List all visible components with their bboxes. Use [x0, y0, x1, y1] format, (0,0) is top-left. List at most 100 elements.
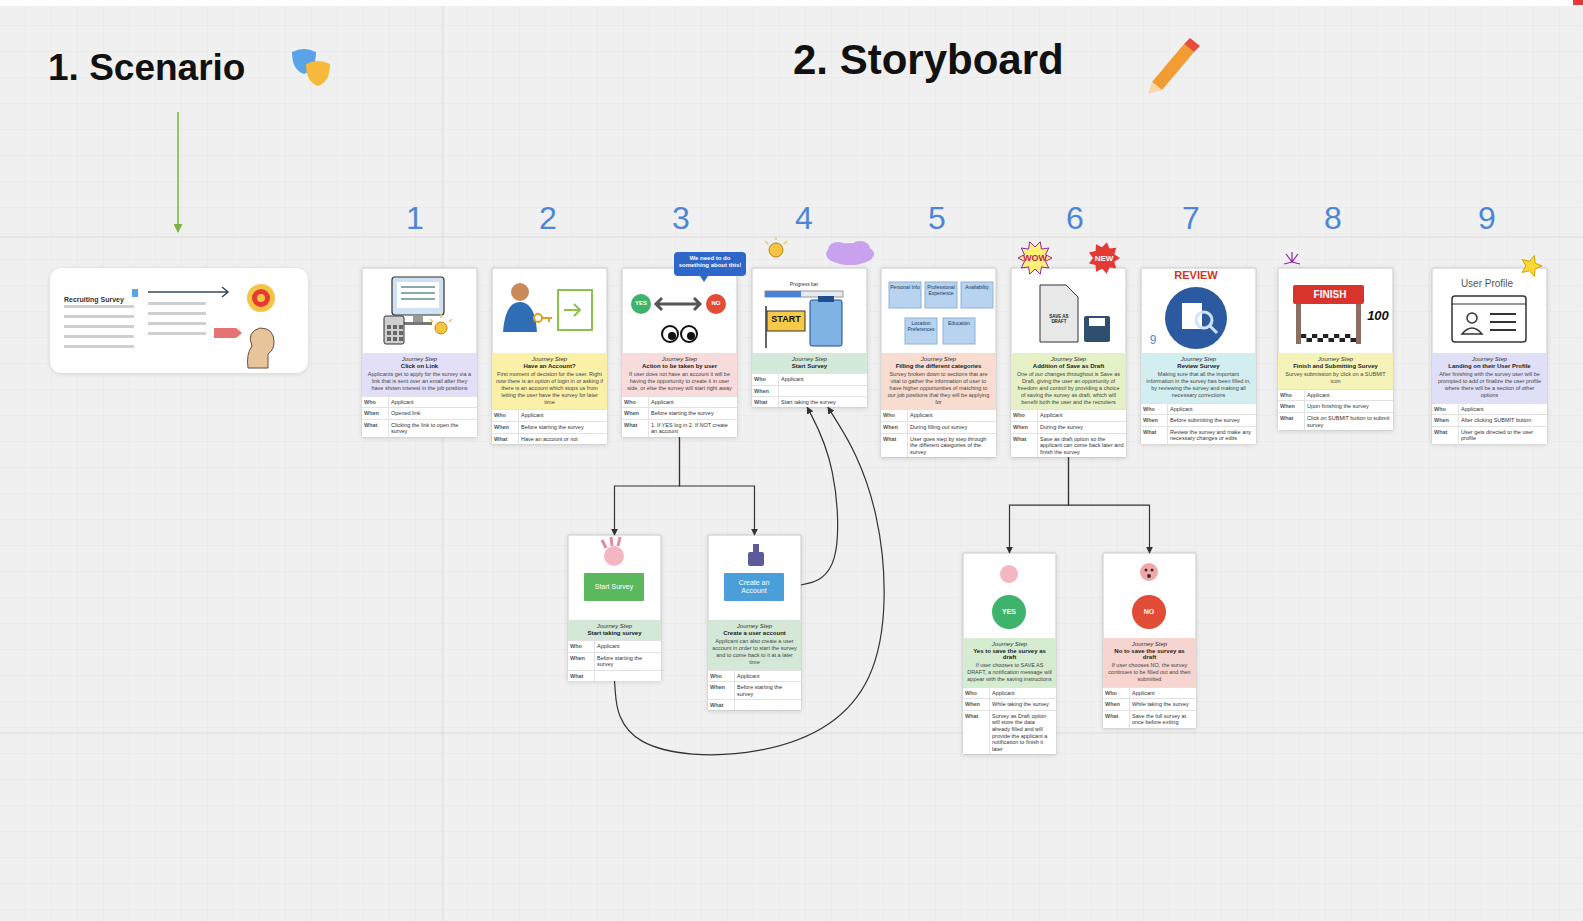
table-row: WhoApplicant — [1278, 389, 1393, 401]
table-row: WhatHave an account or not — [492, 433, 607, 445]
row-name: Who — [494, 412, 516, 418]
row-name: What — [1143, 429, 1165, 435]
image-area — [492, 268, 607, 353]
card-bg — [1278, 268, 1393, 430]
journey-card: Journey StepFilling the different catego… — [881, 268, 996, 457]
row-name-cell: Who — [1011, 410, 1037, 421]
table-row: WhoApplicant — [492, 409, 607, 421]
row-value: Have an account or not — [521, 436, 605, 443]
step-description: After finishing with the survey user wil… — [1436, 371, 1543, 399]
step-kicker: Journey Step — [756, 356, 863, 362]
step-description: If user chooses to SAVE AS DRAFT, a noti… — [967, 662, 1052, 683]
journey-card: Journey StepCreate a user accountApplica… — [708, 535, 801, 710]
row-name-cell: When — [1011, 422, 1037, 433]
row-name: What — [1280, 415, 1302, 421]
table-row: WhoApplicant — [1141, 403, 1256, 415]
illustration-text: Availability — [961, 285, 993, 291]
checker — [1329, 338, 1335, 342]
table-row: WhoApplicant — [752, 373, 867, 385]
row-value-cell: User goes step by step through the diffe… — [907, 434, 996, 458]
row-value-cell: Applicant — [989, 688, 1056, 699]
row-value: Applicant — [1132, 690, 1194, 697]
card-header: Journey StepHave an Account?First moment… — [492, 353, 607, 409]
row-value: 1. If YES log in 2. If NOT create an acc… — [651, 422, 735, 435]
row-name-cell: What — [752, 397, 778, 408]
eye — [662, 326, 678, 342]
row-value: During filling out survey — [910, 424, 994, 431]
bulb-rays — [430, 314, 452, 322]
row-value: Applicant — [910, 412, 994, 419]
illustration-text: We need to do something about this! — [676, 255, 744, 269]
step-kicker: Journey Step — [712, 623, 797, 629]
row-value-cell: Applicant — [648, 397, 737, 408]
step-kicker: Journey Step — [885, 356, 992, 362]
connector — [1069, 457, 1150, 553]
table-row: WhatSave the full survey at once before … — [1103, 710, 1196, 728]
monitor — [392, 277, 444, 315]
row-value: User gets directed to the user profile — [1461, 429, 1545, 442]
row-name-cell: Who — [568, 641, 594, 652]
step-title: Start taking survey — [572, 630, 657, 636]
row-name-cell: When — [622, 408, 648, 419]
row-value: Applicant — [1040, 412, 1124, 419]
table-row: What — [708, 699, 801, 710]
row-value-cell: Applicant — [1304, 390, 1393, 401]
door — [558, 290, 592, 330]
row-value: Clicking the link to open the survey — [391, 422, 475, 435]
sticky-note — [961, 282, 993, 308]
row-value: Start taking the survey — [781, 399, 865, 406]
connector — [801, 407, 838, 585]
illustration-text: SAVE AS DRAFT — [1042, 314, 1076, 324]
step-number: 8 — [1313, 200, 1353, 237]
step-table: WhoApplicantWhenBefore starting the surv… — [708, 670, 801, 711]
profile-line — [1490, 321, 1516, 323]
checker — [1307, 334, 1313, 338]
step-description: Survey broken down to sections that are … — [885, 371, 992, 405]
table-row: WhoApplicant — [881, 409, 996, 421]
key — [399, 337, 403, 341]
journey-card: Journey StepStart SurveyWhoApplicantWhen… — [752, 268, 867, 407]
row-value: Applicant — [1170, 406, 1254, 413]
illustration-text: 100 — [1364, 309, 1392, 324]
step-title: No to save the survey as draft — [1107, 648, 1192, 660]
row-value: Before submitting the survey — [1170, 417, 1254, 424]
step-table: WhoApplicantWhenBefore submitting the su… — [1141, 403, 1256, 444]
card-header: Journey StepAction to be taken by userIf… — [622, 353, 737, 396]
avatar-head — [1467, 313, 1477, 323]
table-row: WhoApplicant — [1103, 687, 1196, 699]
step-title: Start Survey — [756, 363, 863, 369]
table-row: WhenBefore submitting the survey — [1141, 414, 1256, 426]
row-name: When — [364, 410, 386, 416]
table-row: What — [568, 670, 661, 681]
table-row: WhenWhile taking the survey — [1103, 698, 1196, 710]
magnifier — [1196, 312, 1212, 328]
row-value-cell: Before submitting the survey — [1167, 415, 1256, 426]
step-title: Yes to save the survey as draft — [967, 648, 1052, 660]
row-value-cell: Applicant — [518, 410, 607, 421]
table-row: WhenBefore starting the survey — [708, 681, 801, 699]
row-name-cell: What — [1011, 434, 1037, 458]
illustration-text: NO — [706, 300, 726, 307]
key — [393, 325, 397, 329]
row-value: Applicant — [1307, 392, 1391, 399]
table-row: WhenAfter clicking SUBMIT button — [1432, 414, 1547, 426]
thought-cloud — [828, 242, 848, 258]
row-value-cell: 1. If YES log in 2. If NOT create an acc… — [648, 420, 737, 437]
card-bg — [1011, 268, 1126, 457]
row-value-cell: Opened link — [388, 408, 477, 419]
row-value: Click on SUBMIT button to submit survey — [1307, 415, 1391, 428]
row-value: Review the survey and make any necessary… — [1170, 429, 1254, 442]
illustration-text: 9 — [1147, 334, 1159, 348]
row-value: Applicant — [992, 690, 1054, 697]
screen — [397, 282, 439, 308]
button-text: Start Survey — [595, 583, 634, 591]
connector — [615, 407, 885, 755]
row-value-cell: Start taking the survey — [778, 397, 867, 408]
top-bar — [0, 0, 1583, 6]
review-circle — [1165, 287, 1227, 349]
row-name-cell: Who — [1141, 404, 1167, 415]
checker — [1312, 338, 1318, 342]
table-row: WhenDuring filling out survey — [881, 421, 996, 433]
row-name-cell: When — [362, 408, 388, 419]
